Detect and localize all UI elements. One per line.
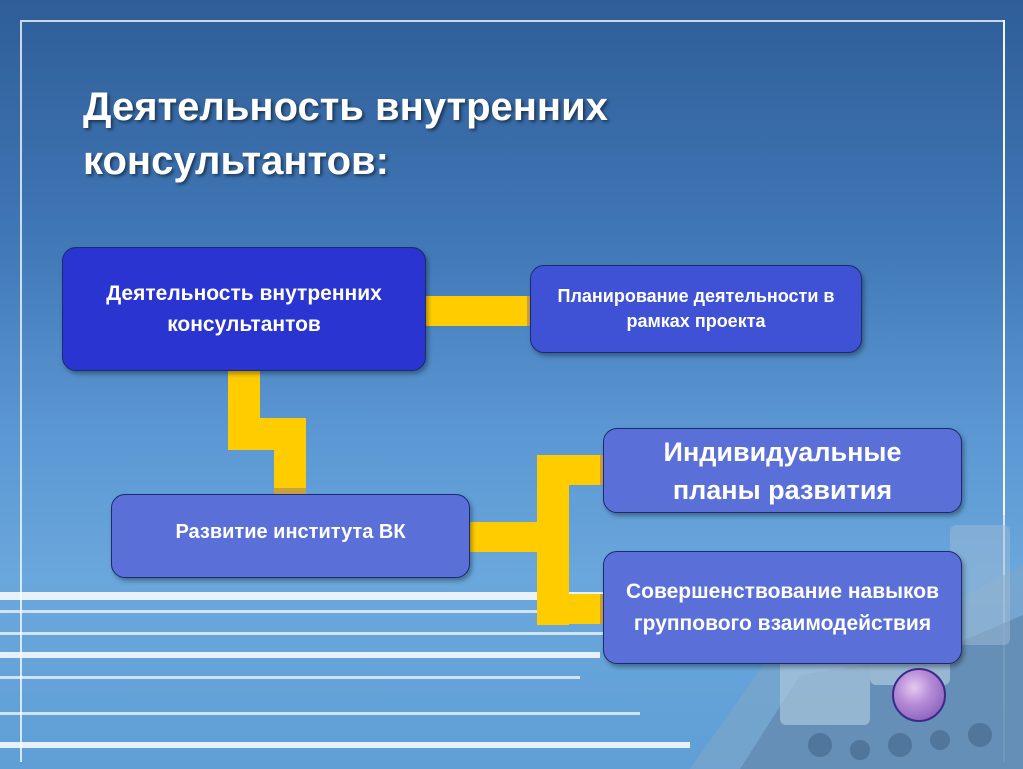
node-group-skills-label: Совершенствование навыков группового вза… — [625, 579, 940, 635]
slide-title: Деятельность внутренних консультантов: — [83, 85, 608, 183]
node-planning-label: Планирование деятельности в рамках проек… — [557, 286, 835, 331]
decorative-stripe — [0, 676, 580, 679]
decorative-stripe — [0, 610, 560, 613]
node-group-skills: Совершенствование навыков группового вза… — [603, 551, 962, 664]
frame-edge — [1003, 20, 1005, 515]
orb-button[interactable] — [892, 668, 946, 722]
connector-main-planning — [425, 296, 535, 326]
connector-dev-right — [468, 522, 540, 552]
decorative-stripe — [0, 632, 620, 635]
decorative-stripe — [0, 652, 600, 658]
node-development: Развитие института ВК — [111, 494, 470, 578]
node-individual-plans: Индивидуальные планы развития — [603, 428, 962, 513]
node-main-activity: Деятельность внутренних консультантов — [62, 247, 426, 371]
connector-end — [274, 488, 306, 498]
decorative-stripe — [0, 742, 690, 748]
node-individual-plans-label: Индивидуальные планы развития — [663, 436, 902, 505]
connector-to-group — [537, 594, 607, 624]
node-planning: Планирование деятельности в рамках проек… — [530, 265, 862, 353]
decorative-stripe — [0, 712, 640, 715]
connector-step-down — [274, 418, 306, 496]
decorative-stripe — [0, 592, 690, 600]
connector-to-individual — [537, 455, 607, 485]
node-main-label: Деятельность внутренних консультантов — [106, 282, 382, 336]
node-development-label: Развитие института ВК — [175, 521, 406, 543]
